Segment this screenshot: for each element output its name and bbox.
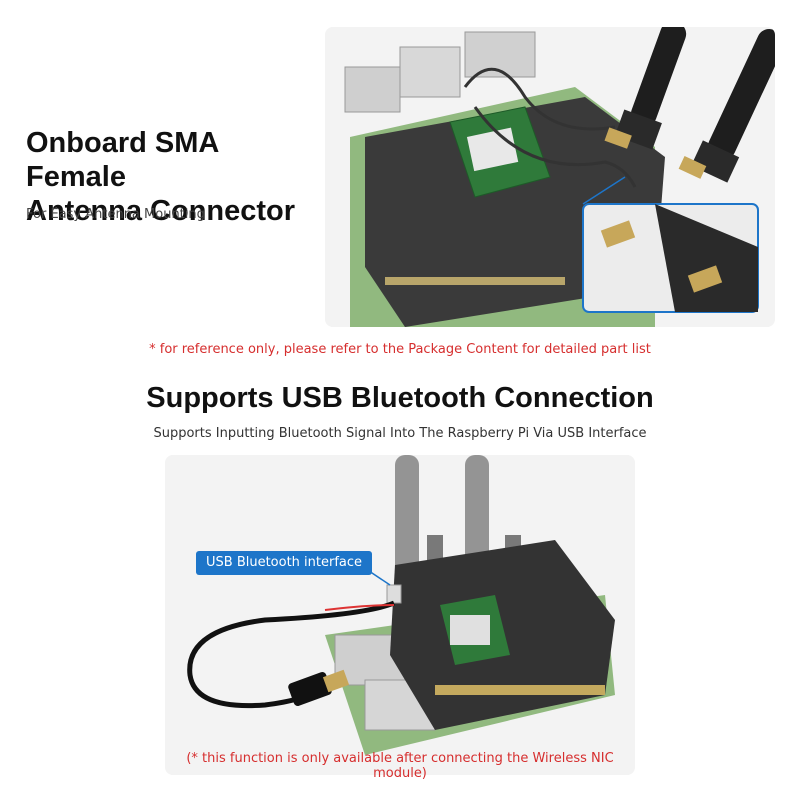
- section2-subtitle: Supports Inputting Bluetooth Signal Into…: [153, 426, 647, 441]
- section1-subtitle: For Easy Antenna Mounting: [26, 207, 205, 222]
- usb-bluetooth-callout: USB Bluetooth interface: [196, 551, 373, 575]
- section1-title: Onboard SMA Female Antenna Connector: [26, 126, 326, 228]
- bluetooth-product-photo: [165, 455, 635, 775]
- section1-title-line1: Onboard SMA Female: [26, 127, 219, 193]
- section2-note: (* this function is only available after…: [186, 751, 614, 781]
- section1-note: * for reference only, please refer to th…: [149, 342, 651, 357]
- antenna-product-photo: [325, 27, 775, 327]
- section1-title-line2: Antenna Connector: [26, 195, 296, 227]
- section2-title: Supports USB Bluetooth Connection: [146, 382, 654, 414]
